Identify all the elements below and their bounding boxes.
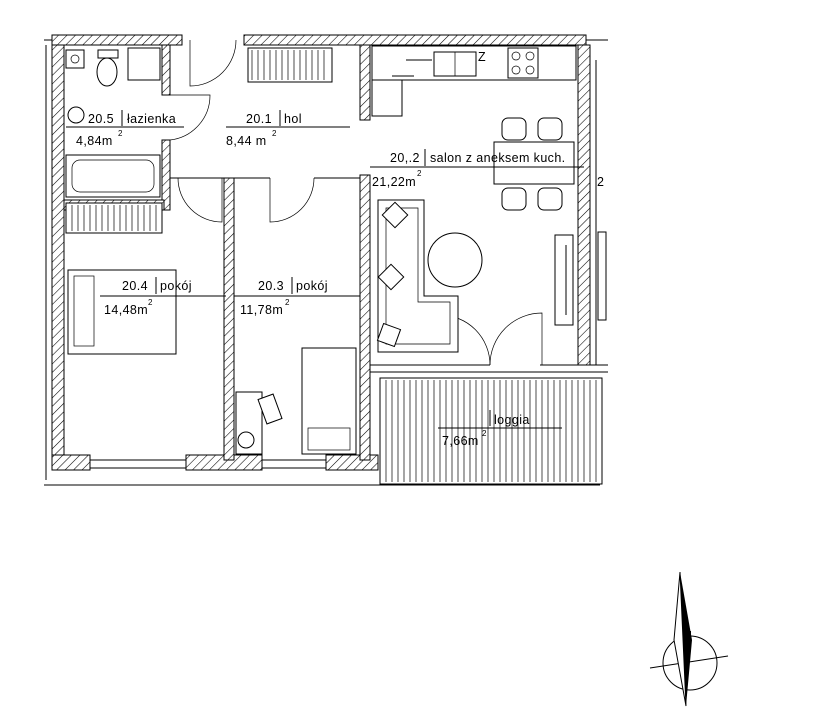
room-salon-name: salon z aneksem kuch.: [430, 151, 566, 165]
door-bathroom: [169, 94, 211, 141]
loggia-area: [379, 377, 603, 485]
room-pokoj-b-number: 20.3: [258, 279, 284, 293]
cooktop: [507, 47, 539, 79]
neighbor-number-partial: 2: [597, 175, 604, 189]
coffee-table: [427, 232, 483, 288]
wall-top-bath: [51, 34, 183, 46]
room-salon-area: 21,22m: [372, 175, 416, 189]
room-a-furniture: [65, 202, 177, 355]
compass-needle-light: [673, 571, 687, 707]
dining-table: [493, 141, 575, 185]
room-lazienka-name: łazienka: [127, 112, 176, 126]
wall-right: [577, 44, 591, 366]
hol-wardrobe: [247, 47, 333, 83]
wall-rooms-divider: [223, 177, 235, 461]
washbasin: [67, 106, 85, 124]
wall-bath-hol-top: [161, 44, 171, 96]
wall-left: [51, 44, 65, 466]
door-entry: [189, 39, 237, 87]
door-room-b: [269, 177, 315, 223]
fridge: [371, 79, 403, 117]
compass-needle-dark: [680, 572, 692, 706]
sink-fixture: [65, 49, 85, 69]
wall-room-salon: [359, 174, 371, 461]
bed-b: [301, 347, 357, 455]
kitchen: Z: [371, 45, 577, 117]
dining: [493, 117, 575, 326]
room-pokoj-b-area: 11,78m: [240, 303, 283, 317]
room-loggia-name: loggia: [494, 413, 530, 427]
room-hol-sup: 2: [272, 129, 277, 138]
room-lazienka-area: 4,84m: [76, 134, 113, 148]
door-balcony: [489, 312, 543, 366]
room-lazienka-number: 20.5: [88, 112, 114, 126]
living-furniture: [376, 199, 483, 353]
washing-machine: [127, 47, 161, 81]
bed-a: [67, 269, 177, 355]
wall-bath-hol-bottom: [161, 139, 171, 211]
bathroom-fixtures: [65, 47, 161, 198]
wall-top-main: [243, 34, 587, 46]
z-marker: Z: [478, 50, 486, 64]
toilet: [96, 57, 118, 87]
room-lazienka-sup: 2: [118, 129, 123, 138]
room-pokoj-a-number: 20.4: [122, 279, 148, 293]
loggia-deck: [379, 377, 603, 485]
wall-hol-salon: [359, 44, 371, 121]
door-room-a: [177, 177, 223, 223]
room-pokoj-b-name: pokój: [296, 279, 328, 293]
room-hol-number: 20.1: [246, 112, 272, 126]
room-pokoj-b-sup: 2: [285, 298, 290, 307]
room-salon-sup: 2: [417, 169, 422, 178]
neighbor-walls: [590, 231, 608, 366]
chair: [237, 431, 255, 449]
room-loggia-area: 7,66m: [442, 434, 479, 448]
room-pokoj-a-sup: 2: [148, 298, 153, 307]
room-hol-area: 8,44 m: [226, 134, 267, 148]
room-pokoj-a-area: 14,48m: [104, 303, 148, 317]
compass-letter: N: [683, 629, 692, 643]
room-salon-number: 20,.2: [390, 151, 420, 165]
room-loggia-sup: 2: [482, 429, 487, 438]
wall-bottom-1: [51, 454, 91, 471]
room-hol-name: hol: [284, 112, 302, 126]
doors: [169, 39, 543, 366]
room-pokoj-a-name: pokój: [160, 279, 192, 293]
tv-cabinet: [554, 234, 574, 326]
bathtub: [65, 154, 161, 198]
room-labels: 20.5 łazienka 4,84m 2 20.1 hol 8,44 m 2 …: [66, 110, 604, 448]
north-arrow: N: [649, 571, 729, 707]
room-b-furniture: [235, 347, 357, 455]
